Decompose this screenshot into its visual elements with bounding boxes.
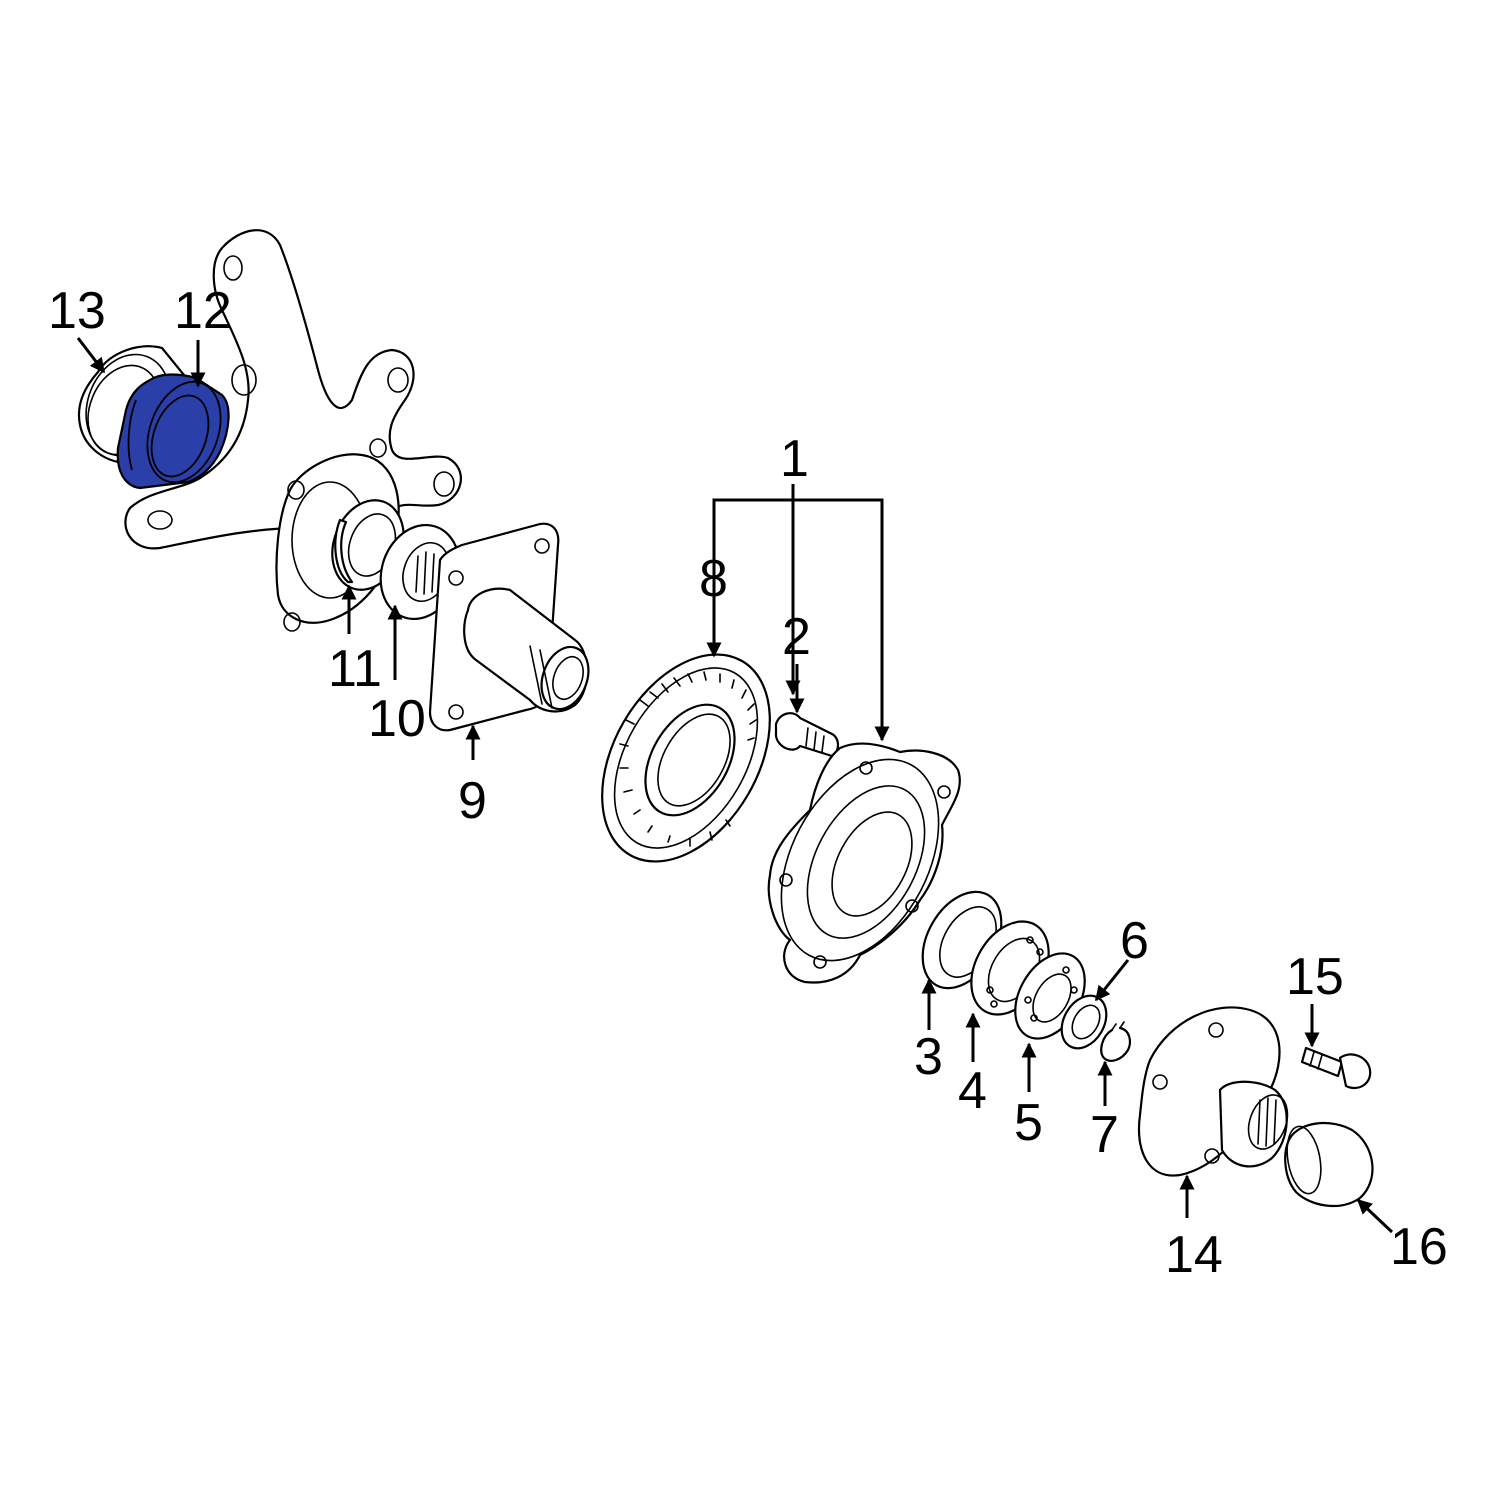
part-16-cap xyxy=(1284,1122,1374,1207)
callout-13: 13 xyxy=(48,282,106,340)
callout-2: 2 xyxy=(782,608,811,666)
callout-14: 14 xyxy=(1165,1226,1223,1284)
part-2-wheel-stud xyxy=(774,712,840,758)
callout-6: 6 xyxy=(1120,912,1149,970)
tone-ring-teeth xyxy=(619,671,757,847)
callout-7: 7 xyxy=(1090,1106,1119,1164)
callout-3: 3 xyxy=(914,1028,943,1086)
part-9-spindle-plate xyxy=(428,522,590,732)
callout-16: 16 xyxy=(1390,1218,1448,1276)
leader-lines xyxy=(76,337,1394,1234)
callout-5: 5 xyxy=(1014,1094,1043,1152)
callout-9: 9 xyxy=(458,772,487,830)
callout-11: 11 xyxy=(328,640,382,698)
callout-1: 1 xyxy=(780,430,809,488)
part-1-hub-flange xyxy=(767,742,961,984)
callout-15: 15 xyxy=(1286,948,1344,1006)
callout-12: 12 xyxy=(174,282,232,340)
callout-labels: 1 2 3 4 5 6 7 8 9 10 11 12 13 14 15 16 xyxy=(48,282,1448,1284)
part-14-drive-flange xyxy=(1137,1006,1289,1177)
callout-4: 4 xyxy=(958,1062,987,1120)
part-15-bolt xyxy=(1300,1046,1372,1090)
part-8-tone-ring xyxy=(601,653,771,863)
callout-8: 8 xyxy=(699,550,728,608)
callout-10: 10 xyxy=(368,690,426,748)
part-7-snap-ring xyxy=(1100,1021,1131,1062)
